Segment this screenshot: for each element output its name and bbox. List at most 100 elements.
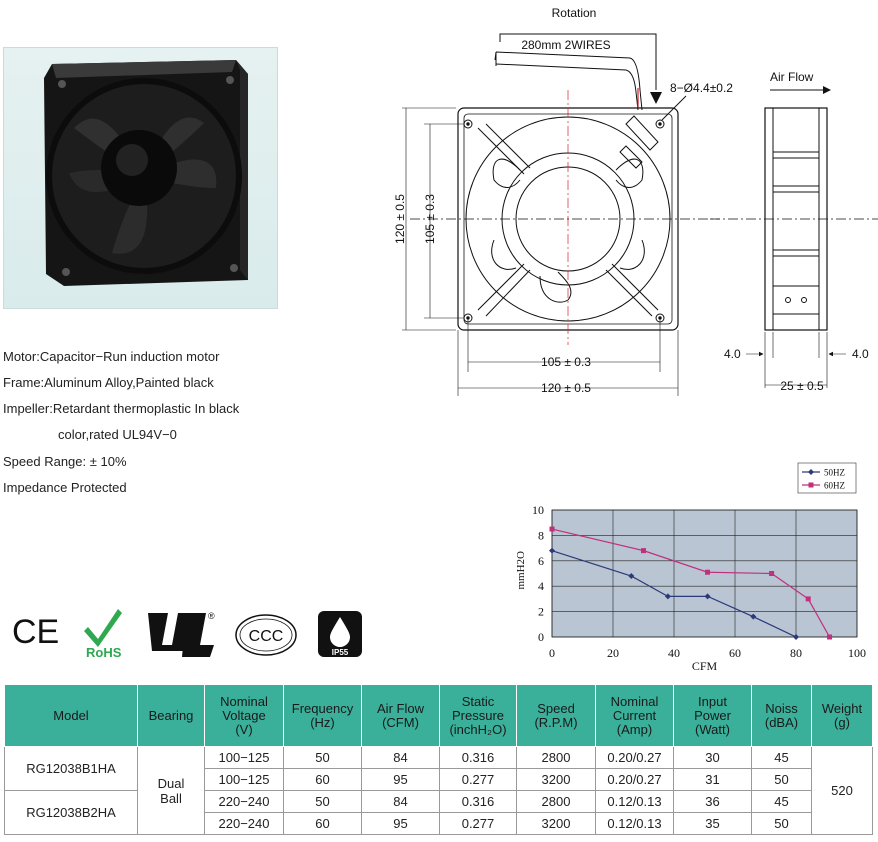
speed-cell: 2800	[516, 746, 596, 769]
spec-speed-range: Speed Range: ± 10%	[3, 454, 127, 469]
header-line: Noiss	[765, 700, 798, 716]
svg-text:IP55: IP55	[332, 648, 349, 657]
x-tick-label: 20	[607, 646, 619, 660]
speed-cell: 3200	[516, 812, 596, 835]
airflow-cell: 95	[361, 768, 440, 791]
power-cell: 36	[673, 790, 752, 813]
product-photo	[3, 47, 278, 309]
y-tick-label: 0	[538, 630, 544, 644]
pressure-cell: 0.316	[439, 746, 517, 769]
table-row: 220−240 60 95 0.277 3200 0.12/0.13 35 50	[5, 812, 873, 835]
x-tick-label: 40	[668, 646, 680, 660]
weight-cell: 520	[811, 746, 873, 835]
spec-impeller: Impeller:Retardant thermoplastic In blac…	[3, 401, 240, 416]
voltage-cell: 100−125	[204, 746, 284, 769]
header-line: Power	[694, 707, 731, 723]
data-point	[549, 547, 555, 554]
legend-box	[797, 462, 857, 494]
spec-impeller-cont: color,rated UL94V−0	[58, 427, 177, 442]
frequency-cell: 50	[283, 746, 362, 769]
header-line: (Watt)	[695, 721, 730, 737]
model-cell: RG12038B1HA	[4, 746, 138, 791]
pressure-cell: 0.316	[439, 790, 517, 813]
header-cell: Air Flow(CFM)	[361, 684, 440, 747]
ccc-mark-icon: CCC	[235, 614, 297, 656]
series-line-60HZ	[551, 528, 831, 638]
current-cell: 0.20/0.27	[595, 746, 674, 769]
rotation-arrow-icon	[650, 92, 662, 104]
header-line: (V)	[235, 721, 253, 737]
data-point	[704, 593, 711, 600]
header-line: (g)	[834, 714, 850, 730]
ce-mark-icon: CE	[12, 613, 59, 651]
rohs-icon: RoHS	[84, 609, 122, 660]
dim-120-vertical: 120 ± 0.5	[393, 194, 407, 244]
y-tick-label: 6	[538, 554, 544, 568]
data-point	[769, 571, 775, 576]
bearing-line-2: Ball	[160, 790, 182, 806]
legend-marker	[808, 482, 814, 488]
dimension-drawing: Rotation 280mm 2WIRES 8−Ø4.4±0.2 Air Flo…	[393, 6, 878, 396]
current-cell: 0.20/0.27	[595, 768, 674, 791]
x-tick-label: 100	[848, 646, 866, 660]
svg-text:RoHS: RoHS	[86, 645, 122, 660]
data-point	[628, 573, 635, 580]
x-tick-label: 0	[549, 646, 555, 660]
header-cell: Bearing	[137, 684, 205, 747]
frequency-cell: 50	[283, 790, 362, 813]
y-tick-label: 8	[538, 528, 544, 542]
svg-text:CCC: CCC	[249, 628, 284, 645]
header-cell: Speed(R.P.M)	[516, 684, 596, 747]
header-line: Current	[612, 707, 657, 723]
voltage-cell: 100−125	[204, 768, 284, 791]
frequency-cell: 60	[283, 768, 362, 791]
y-tick-label: 10	[532, 503, 544, 517]
svg-text:®: ®	[208, 611, 215, 621]
frequency-cell: 60	[283, 812, 362, 835]
data-point	[705, 569, 711, 575]
header-line: (dBA)	[764, 714, 799, 730]
pressure-cell: 0.277	[439, 768, 517, 791]
header-cell: Model	[4, 684, 138, 747]
data-point	[664, 593, 671, 600]
header-line: Pressure	[451, 707, 505, 723]
ul-mark-icon: ®	[148, 611, 215, 657]
header-line: Model	[53, 707, 89, 723]
power-cell: 35	[673, 812, 752, 835]
noise-cell: 45	[751, 746, 812, 769]
airflow-label: Air Flow	[770, 70, 814, 84]
header-line: (inchH₂O)	[449, 721, 507, 737]
header-cell: Noiss(dBA)	[751, 684, 812, 747]
header-line: (R.P.M)	[534, 714, 578, 730]
header-line: (CFM)	[382, 714, 419, 730]
table-row: RG12038B2HA 220−240 50 84 0.316 2800 0.1…	[4, 790, 873, 835]
header-line: Speed	[537, 700, 575, 716]
series-line-50HZ	[551, 550, 797, 638]
dim-105-horizontal: 105 ± 0.3	[541, 355, 591, 369]
plot-area	[551, 509, 858, 638]
dim-120-horizontal: 120 ± 0.5	[541, 381, 591, 395]
holes-label: 8−Ø4.4±0.2	[670, 81, 733, 95]
spec-impedance: Impedance Protected	[3, 480, 127, 495]
chart-x-label: CFM	[692, 659, 718, 673]
header-line: Input	[698, 693, 727, 709]
header-line: Nominal	[610, 693, 659, 709]
table-row: 100−125 60 95 0.277 3200 0.20/0.27 31 50	[5, 768, 873, 791]
header-line: Static	[461, 693, 495, 709]
voltage-cell: 220−240	[204, 790, 284, 813]
y-tick-label: 4	[538, 579, 544, 593]
header-line: Weight	[821, 700, 863, 716]
speed-cell: 2800	[516, 790, 596, 813]
legend-label: 60HZ	[824, 481, 845, 491]
power-cell: 30	[673, 746, 752, 769]
noise-cell: 50	[751, 768, 812, 791]
header-line: Frequency	[291, 700, 354, 716]
rotation-label: Rotation	[552, 6, 597, 20]
